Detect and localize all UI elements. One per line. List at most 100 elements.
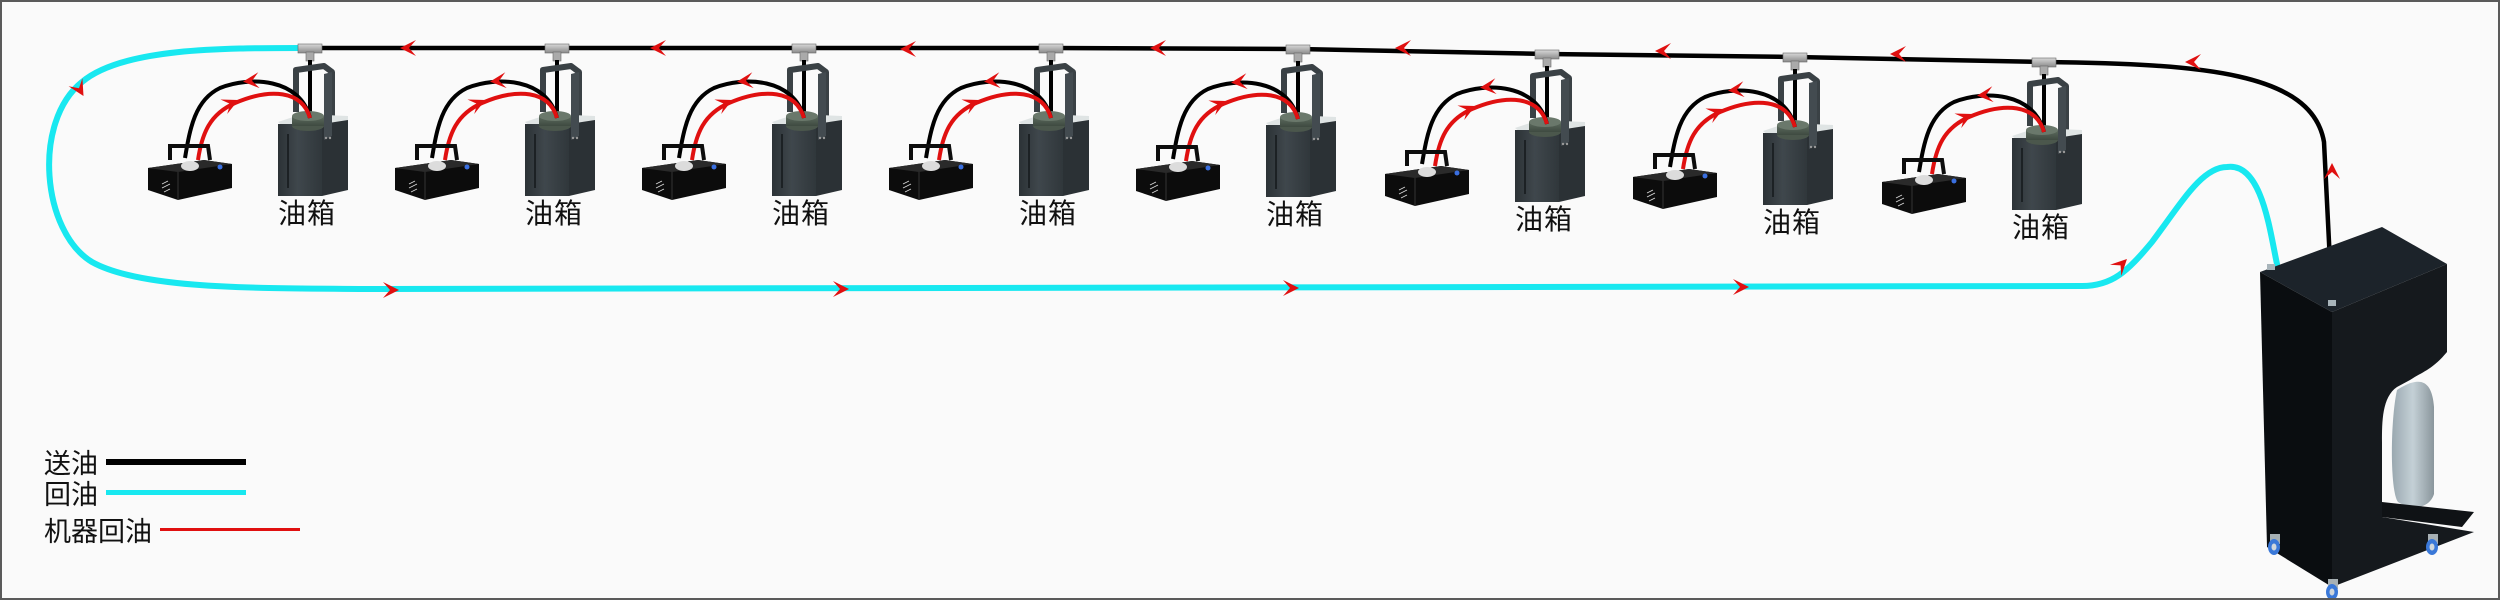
machine-indicator-light: [958, 164, 964, 170]
caster-bracket: [2270, 534, 2280, 544]
caster-bracket: [2428, 534, 2438, 544]
arrow-head-icon: [900, 41, 916, 57]
legend-item-supply: 送油: [44, 442, 246, 481]
tee-stem: [1542, 57, 1552, 68]
tank-front: [278, 124, 322, 196]
hose-arrow-return: [714, 99, 733, 115]
tank-front: [525, 124, 569, 196]
arrow-head-icon: [1954, 113, 1973, 129]
hose-arrow-feed: [1231, 73, 1248, 90]
tank-front: [2012, 138, 2056, 210]
cart-front-left: [2260, 272, 2332, 587]
rivet: [1809, 145, 1813, 149]
machine-handle: [1156, 145, 1200, 162]
caster-bracket: [2328, 579, 2338, 589]
arrow-head-icon: [2324, 163, 2340, 179]
machine-logo: [902, 180, 912, 193]
machine-tank-dome: [1915, 175, 1933, 185]
caster-hub: [2429, 543, 2435, 551]
hose-arrow-return: [1954, 113, 1973, 129]
caster-hub: [2329, 588, 2335, 596]
rivet: [575, 136, 579, 140]
machine-tank-dome: [181, 161, 199, 171]
machine-indicator-light: [711, 164, 717, 170]
station-3: [642, 43, 842, 200]
arrow-head-icon: [984, 72, 1001, 89]
machine-indicator-light: [1454, 170, 1460, 176]
legend-label-return: 回油: [44, 480, 98, 511]
tee-fitting-icon: [791, 43, 817, 54]
machine-feed-hose: [183, 79, 312, 159]
oil-tank-icon: [772, 63, 842, 196]
machine-indicator-light: [1702, 173, 1708, 179]
oil-tank-icon: [1019, 63, 1089, 196]
machine-feed-hose: [1420, 85, 1549, 165]
machine-handle: [1902, 158, 1946, 175]
station-2: [395, 43, 595, 200]
machine-logo: [655, 180, 665, 193]
tank-front: [1763, 133, 1807, 205]
hose-arrow-return: [961, 99, 980, 115]
arrow-head-icon: [737, 72, 754, 89]
tee-fitting-icon: [544, 43, 570, 54]
arrow-head-icon: [2185, 54, 2201, 70]
machine-logo: [1398, 186, 1408, 199]
return-line-layer: [46, 45, 2280, 293]
oil-tank-icon: [278, 63, 348, 196]
fog-machine-icon: [395, 144, 479, 200]
machine-logo: [1895, 194, 1905, 207]
tank-front: [1019, 124, 1063, 196]
supply-line-layer: [299, 45, 2335, 305]
return-arrow-1: [383, 282, 399, 298]
stations-layer: [148, 43, 2082, 214]
machine-tank-dome: [1418, 167, 1436, 177]
hose-arrow-feed: [1480, 78, 1497, 95]
rivet: [1069, 136, 1073, 140]
machine-tank-dome: [428, 161, 446, 171]
tank-side: [2056, 134, 2082, 210]
tank-label-5: 油箱: [1266, 198, 1325, 231]
tank-label-1: 油箱: [278, 197, 337, 230]
legend-item-machine-return: 机器回油: [44, 510, 300, 549]
fog-machine-icon: [1385, 150, 1469, 206]
machine-feed-hose: [1668, 88, 1797, 168]
tank-front: [1515, 130, 1559, 202]
legend-swatch-return: [106, 490, 246, 495]
arrow-head-icon: [383, 282, 399, 298]
supply-arrow-8: [2185, 54, 2201, 70]
arrow-head-icon: [467, 99, 486, 115]
supply-arrow-1: [400, 40, 416, 56]
tank-side: [1063, 120, 1089, 196]
tank-side: [1807, 129, 1833, 205]
machine-feed-hose: [924, 79, 1053, 159]
hose-arrow-return: [1457, 105, 1476, 121]
hose-arrow-feed: [1977, 86, 1994, 103]
fog-machine-icon: [642, 144, 726, 200]
return-arrow-2: [833, 281, 849, 297]
tee-fitting-icon: [1782, 52, 1808, 63]
return-fitting-icon: [2267, 264, 2275, 270]
oil-tank-icon: [525, 63, 595, 196]
rivet: [1065, 136, 1069, 140]
caster-hub: [2271, 543, 2277, 551]
rivet: [2062, 150, 2066, 154]
tank-handle-front: [2058, 86, 2066, 154]
machine-feed-hose: [1171, 80, 1300, 160]
rivet: [1561, 142, 1565, 146]
return-arrow-rise: [2109, 259, 2127, 277]
arrow-head-icon: [1733, 279, 1749, 295]
hose-arrow-feed: [1728, 81, 1745, 98]
tank-side: [1559, 126, 1585, 202]
tee-stem: [2039, 65, 2049, 76]
station-8: [1882, 57, 2082, 214]
arrow-head-icon: [833, 281, 849, 297]
return-arrow-4: [1733, 279, 1749, 295]
arrow-head-icon: [1728, 81, 1745, 98]
arrow-head-icon: [1395, 40, 1411, 56]
machine-tank-dome: [1169, 162, 1187, 172]
rivet: [328, 136, 332, 140]
supply-arrow-5: [1395, 40, 1411, 56]
machine-handle: [1653, 153, 1697, 170]
oil-tank-icon: [1266, 64, 1336, 197]
hose-arrow-return: [1705, 108, 1724, 124]
